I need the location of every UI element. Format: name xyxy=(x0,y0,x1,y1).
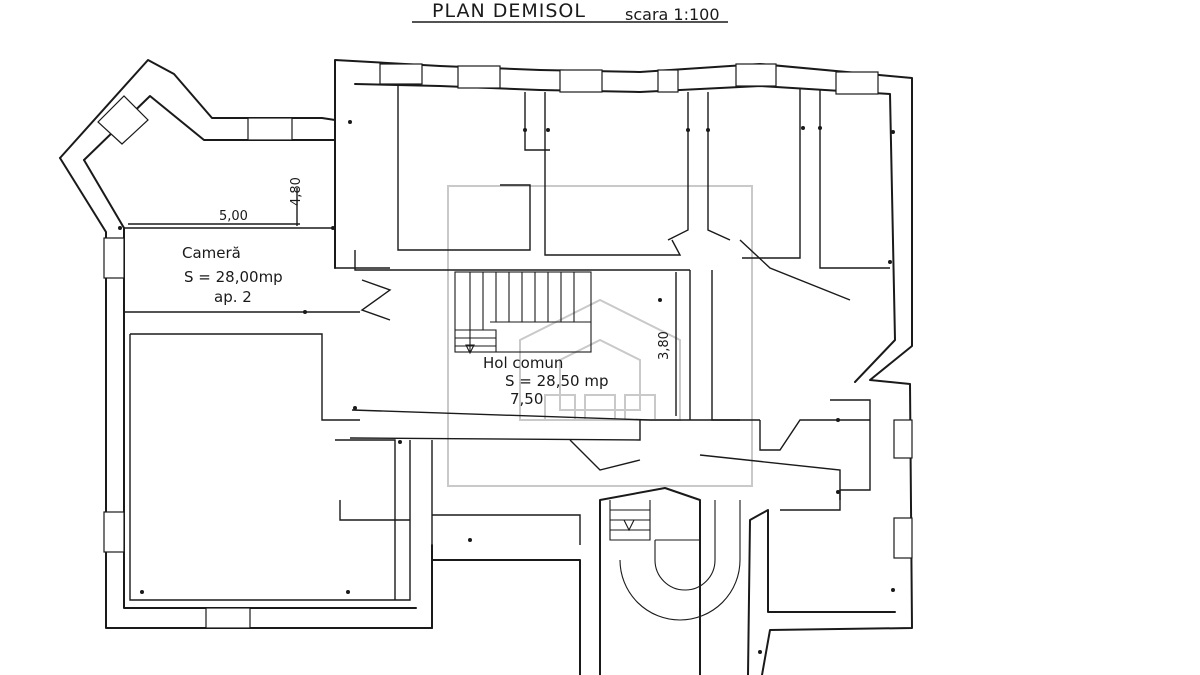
stair-lower xyxy=(609,500,741,621)
windows xyxy=(97,63,913,629)
camera-note: ap. 2 xyxy=(214,288,252,306)
stair-upper xyxy=(454,271,592,355)
dim-camera-depth: 4,80 xyxy=(289,177,304,206)
dimension-lines xyxy=(128,188,677,416)
hol-note: 7,50 xyxy=(510,390,543,408)
hol-area: S = 28,50 mp xyxy=(505,372,608,390)
camera-name: Cameră xyxy=(182,244,241,262)
camera-area: S = 28,00mp xyxy=(184,268,283,286)
dim-camera-width: 5,00 xyxy=(219,209,248,224)
hol-name: Hol comun xyxy=(483,354,563,372)
title-main: PLAN DEMISOL xyxy=(432,0,586,22)
plan-title: PLAN DEMISOL scara 1:100 xyxy=(412,0,728,24)
room-hol-comun: Hol comun S = 28,50 mp 7,50 xyxy=(483,354,608,408)
watermark-logo xyxy=(447,185,753,487)
interior-walls xyxy=(124,84,890,601)
room-camera: Cameră S = 28,00mp ap. 2 xyxy=(182,244,283,306)
title-scale: scara 1:100 xyxy=(625,5,720,24)
dim-hall-depth: 3,80 xyxy=(657,331,672,360)
measurement-points xyxy=(118,120,895,654)
